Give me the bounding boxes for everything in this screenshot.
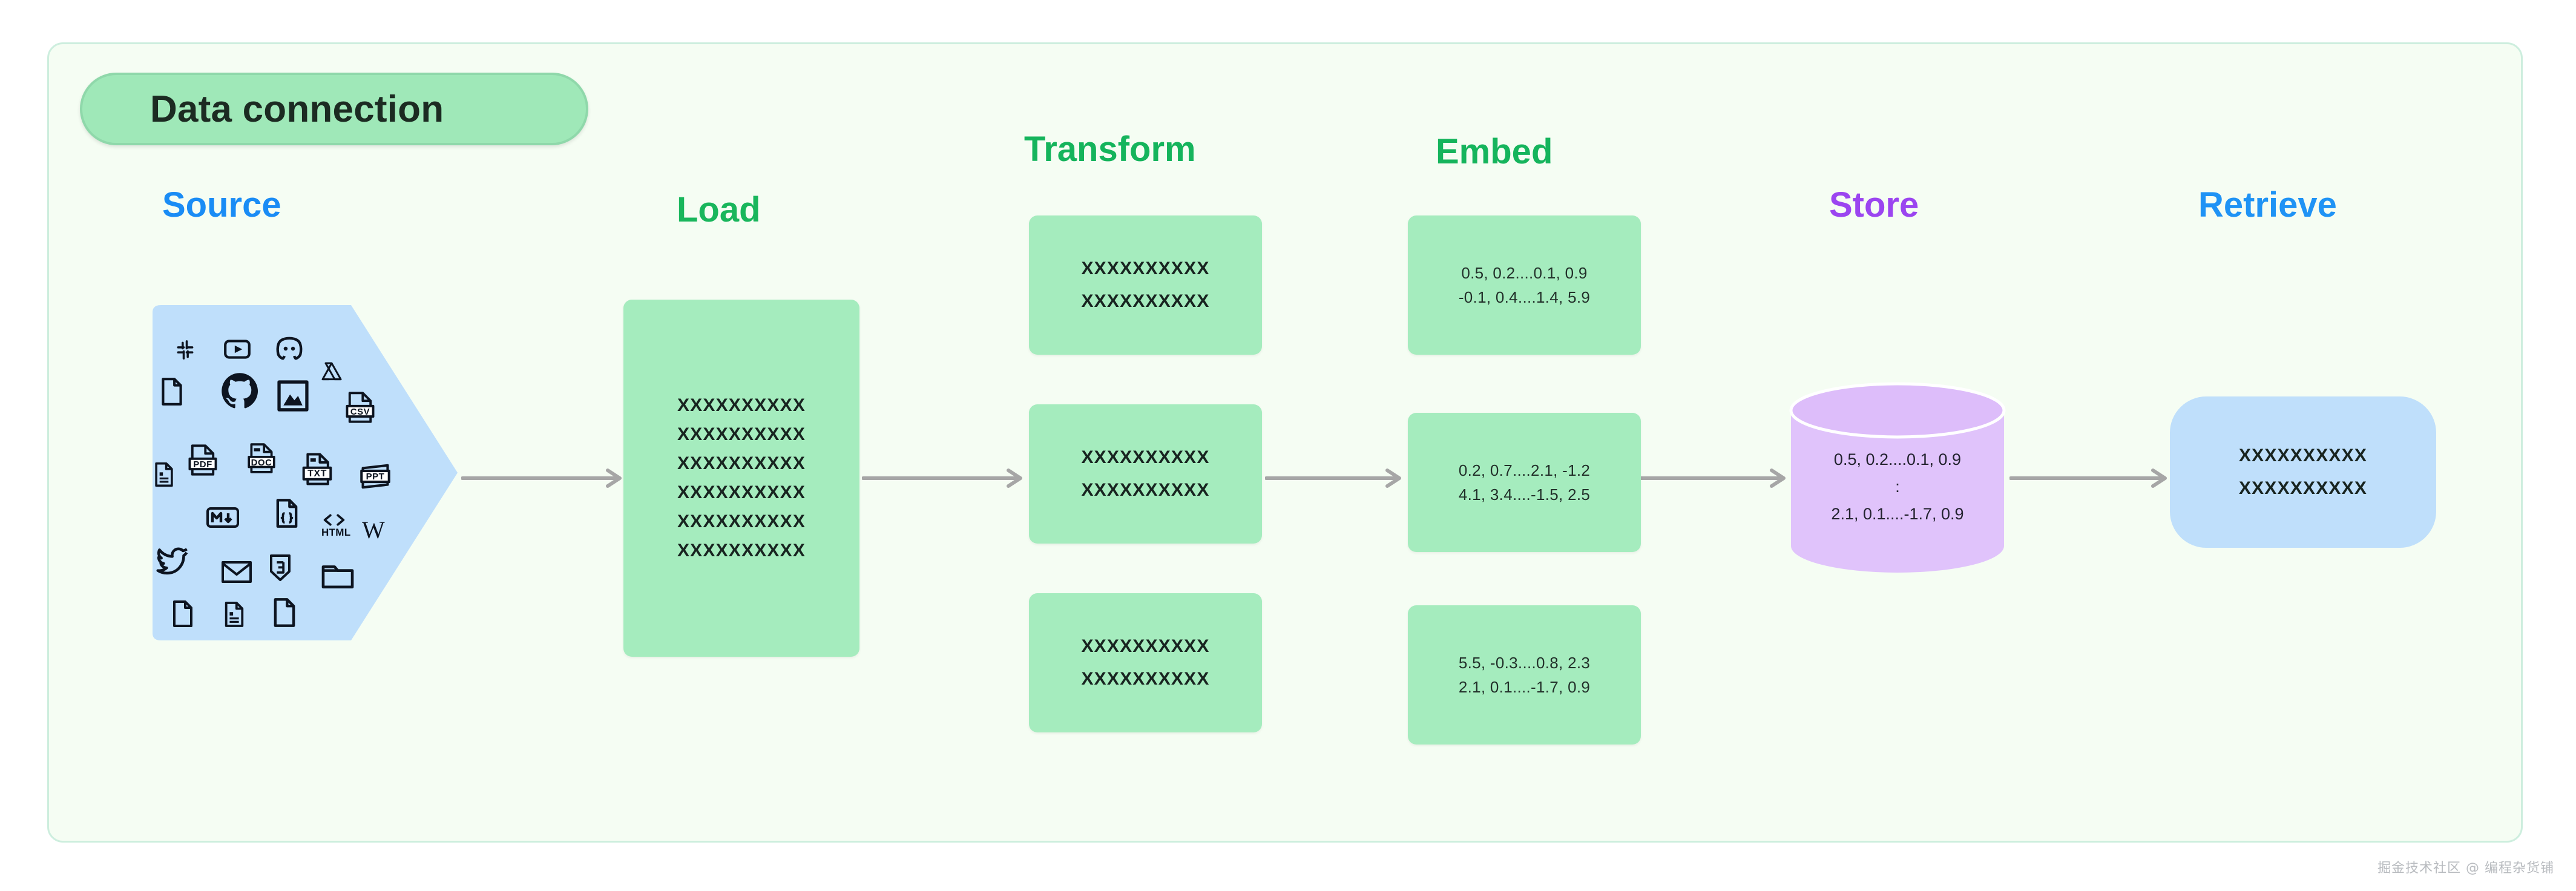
html-icon: HTML: [321, 513, 350, 538]
transform-chunk-box: XXXXXXXXXX XXXXXXXXXX: [1029, 215, 1262, 355]
google-drive-icon: [320, 360, 344, 384]
stage-header-store: Store: [1829, 185, 1919, 225]
embed-vector-line: 0.2, 0.7....2.1, -1.2: [1458, 461, 1591, 479]
vector-store-text: 0.5, 0.2....0.1, 0.9 : 2.1, 0.1....-1.7,…: [1789, 381, 2006, 575]
transform-line: XXXXXXXXXX: [1081, 258, 1210, 278]
transform-line: XXXXXXXXXX: [1081, 480, 1210, 500]
ppt-file-icon: PPT: [360, 461, 390, 492]
load-line: XXXXXXXXXX: [677, 511, 806, 531]
markdown-icon: [206, 506, 240, 529]
stage-header-transform: Transform: [1024, 130, 1196, 169]
discord-icon: [274, 333, 305, 364]
github-icon: [219, 370, 260, 412]
transform-line: XXXXXXXXXX: [1081, 447, 1210, 467]
load-line: XXXXXXXXXX: [677, 541, 806, 561]
embed-vector-line: 2.1, 0.1....-1.7, 0.9: [1458, 678, 1591, 696]
retrieve-line: XXXXXXXXXX: [2238, 478, 2368, 498]
transform-chunk-box: XXXXXXXXXX XXXXXXXXXX: [1029, 593, 1262, 732]
embed-vector-box: 0.5, 0.2....0.1, 0.9 -0.1, 0.4....1.4, 5…: [1408, 215, 1641, 355]
store-line: :: [1895, 477, 1900, 496]
transform-line: XXXXXXXXXX: [1081, 636, 1210, 656]
css3-icon: [268, 553, 292, 582]
embed-vector-line: 0.5, 0.2....0.1, 0.9: [1461, 264, 1588, 282]
embed-vector-box: 0.2, 0.7....2.1, -1.2 4.1, 3.4....-1.5, …: [1408, 413, 1641, 552]
youtube-icon: [222, 334, 252, 364]
embed-vector-line: 5.5, -0.3....0.8, 2.3: [1458, 654, 1591, 672]
doc-file-icon: DOC: [247, 442, 276, 475]
source-icon-grid: CSV PDF DOC TXT: [145, 303, 460, 643]
page-title: Data connection: [150, 88, 444, 130]
vector-store-cylinder: [1789, 381, 2006, 575]
stage-header-source: Source: [162, 185, 281, 225]
store-line: 2.1, 0.1....-1.7, 0.9: [1831, 504, 1964, 523]
email-icon: [221, 560, 252, 584]
embed-vector-line: -0.1, 0.4....1.4, 5.9: [1458, 288, 1591, 306]
json-file-icon: [274, 498, 300, 529]
file-blank-icon: [171, 599, 195, 628]
twitter-icon: [156, 545, 190, 575]
data-connection-title-pill: Data connection: [80, 73, 588, 145]
embed-vector-line: 4.1, 3.4....-1.5, 2.5: [1458, 485, 1591, 504]
arrow-transform-to-embed: [1265, 466, 1404, 490]
file-plain-icon: [271, 597, 298, 628]
transform-line: XXXXXXXXXX: [1081, 291, 1210, 311]
image-icon: [275, 378, 310, 413]
watermark: 掘金技术社区 @ 编程杂货铺: [2377, 861, 2554, 876]
arrow-load-to-transform: [862, 466, 1025, 490]
transform-chunk-box: XXXXXXXXXX XXXXXXXXXX: [1029, 404, 1262, 544]
wikipedia-icon: W: [362, 516, 385, 544]
load-line: XXXXXXXXXX: [677, 395, 806, 415]
store-line: 0.5, 0.2....0.1, 0.9: [1833, 450, 1962, 469]
folder-icon: [321, 562, 355, 590]
stage-header-retrieve: Retrieve: [2198, 185, 2337, 225]
stage-header-load: Load: [677, 190, 761, 229]
load-line: XXXXXXXXXX: [677, 482, 806, 502]
document-lines-icon: [153, 461, 176, 488]
arrow-store-to-retrieve: [2009, 466, 2170, 490]
stage-header-embed: Embed: [1436, 132, 1553, 171]
file-icon: [159, 376, 185, 407]
load-line: XXXXXXXXXX: [677, 453, 806, 473]
pdf-file-icon: PDF: [188, 443, 218, 477]
txt-file-icon: TXT: [301, 452, 333, 487]
transform-line: XXXXXXXXXX: [1081, 669, 1210, 689]
file-text-icon: [223, 600, 246, 628]
retrieve-line: XXXXXXXXXX: [2238, 446, 2368, 465]
slack-icon: [173, 338, 197, 362]
diagram-frame: [47, 42, 2523, 843]
arrow-source-to-load: [461, 466, 625, 490]
arrow-embed-to-store: [1637, 466, 1789, 490]
load-document-box: XXXXXXXXXX XXXXXXXXXX XXXXXXXXXX XXXXXXX…: [623, 300, 859, 657]
csv-file-icon: CSV: [345, 390, 375, 424]
embed-vector-box: 5.5, -0.3....0.8, 2.3 2.1, 0.1....-1.7, …: [1408, 605, 1641, 745]
load-line: XXXXXXXXXX: [677, 424, 806, 444]
retrieve-result-box: XXXXXXXXXX XXXXXXXXXX: [2170, 396, 2436, 548]
